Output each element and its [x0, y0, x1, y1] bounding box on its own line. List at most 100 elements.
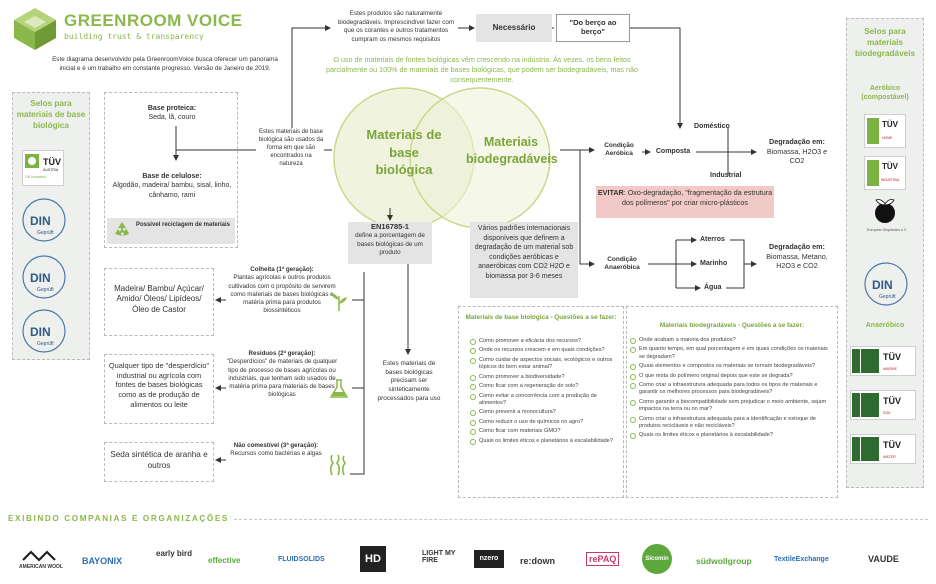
question-text: Quais os limites éticos e planetários à …	[479, 437, 614, 444]
logo-repaq: rePAQ	[586, 552, 620, 566]
list-item: Como criar a infraestrutura adequada par…	[630, 382, 830, 397]
svg-text:TÜV: TÜV	[43, 157, 61, 167]
logo-fluidsolids: FLUIDSOLIDS	[278, 556, 325, 563]
plant-icon	[328, 290, 350, 312]
list-item: Como cuidar de aspectos sociais, ecológi…	[470, 357, 616, 372]
question-text: Em quanto tempo, em qual porcentagem e e…	[639, 346, 828, 360]
logo-american-wool: AMERICAN WOOL	[10, 550, 72, 570]
marinho-label: Marinho	[700, 260, 728, 267]
svg-text:MARINE: MARINE	[883, 367, 898, 371]
list-item: Como prevenir a monocultura?	[470, 409, 616, 417]
residuos-title: Resíduos (2ª geração):	[248, 350, 316, 357]
anaerobic-result-text: Biomassa, Metano, H2O3 e CO2	[766, 251, 828, 271]
colheita-block: Colheita (1ª geração): Plantas agrícolas…	[226, 266, 338, 316]
necessario-label: Necessário	[492, 23, 536, 32]
svg-text:DIN: DIN	[30, 214, 51, 228]
questions-biodeg-box	[626, 306, 838, 498]
list-item: Como criar a infraestrutura adequada par…	[630, 416, 830, 431]
anaerobic-result: Degradação em: Biomassa, Metano, H2O3 e …	[758, 242, 836, 271]
evitar-box: EVITAR: Oxo-degradação, "fragmentação da…	[596, 186, 774, 218]
list-item: Como ficar com a regeneração do solo?	[470, 383, 616, 391]
question-text: Como criar a infraestrutura adequada par…	[639, 382, 818, 396]
circle-right-label: Materiais biodegradáveis	[466, 135, 558, 166]
list-item: Como reduzir o uso de químicos no agro?	[470, 419, 616, 426]
brand-tagline: building trust & transparency	[64, 32, 204, 41]
seda-text: Seda sintética de aranha e outros	[110, 450, 208, 471]
nao-block: Não comestível (3ª geração): Recursos co…	[226, 442, 326, 459]
logo-text: AMERICAN WOOL	[19, 564, 63, 570]
natural-note: Estes materiais de base biológica são us…	[258, 129, 324, 168]
top-note: Estes produtos são naturalmente biodegra…	[337, 10, 455, 43]
necessario-box: Necessário	[476, 14, 552, 42]
agua-label: Água	[704, 284, 722, 291]
logo-effective: effective	[208, 556, 241, 565]
din-biobased-1-icon: DIN Geprüft	[20, 197, 68, 243]
list-item: Como evitar a concorrência com a produçã…	[470, 393, 616, 408]
logo-textile-exchange: TextileExchange	[774, 556, 829, 563]
circle-left-label: Materiais de base biológica	[366, 127, 442, 178]
svg-text:AUSTRIA: AUSTRIA	[43, 168, 59, 172]
question-text: Como reduzir o uso de químicos no agro?	[479, 418, 584, 425]
madeira-box	[104, 268, 214, 336]
question-text: Como criar a infraestrutura adequada par…	[639, 415, 816, 429]
green-statement: O uso de materiais de fontes biológicas …	[325, 55, 639, 85]
aterros-label: Aterros	[700, 236, 725, 243]
flask-icon	[328, 378, 350, 400]
questions-bio-list: Como promover a eficácia dos recursos? O…	[470, 338, 616, 447]
footer-title: EXIBINDO COMPANIAS E ORGANIZAÇÕES	[8, 514, 229, 523]
question-text: Como promover a eficácia dos recursos?	[479, 338, 581, 344]
synthetic-note: Estes materiais de bases biológicas prec…	[377, 360, 441, 402]
en-standard-box: EN16785-1 define a porcentagem de bases …	[348, 222, 432, 264]
svg-text:TÜV: TÜV	[882, 120, 899, 129]
logo-early-bird: early bird	[156, 549, 193, 558]
questions-bio-title: Materiais de base biológica - Questões a…	[465, 314, 617, 321]
recycle-icon	[112, 220, 132, 240]
question-text: Como cuidar de aspectos sociais, ecológi…	[479, 356, 613, 371]
proteica-items: Seda, lã, couro	[148, 114, 196, 122]
seedling-logo-icon	[870, 196, 900, 226]
colheita-text: Plantas agrícolas e outros produtos cult…	[228, 274, 336, 315]
algae-icon	[326, 454, 350, 476]
list-item: Onde os recursos crescem e em quais cond…	[470, 347, 616, 355]
svg-text:INDUSTRIAL: INDUSTRIAL	[881, 178, 900, 182]
list-item: Como promover a eficácia dos recursos?	[470, 338, 616, 345]
aerobic-title: Aeróbico (compostável)	[861, 85, 909, 102]
left-seal-panel	[12, 92, 90, 360]
question-text: Como promover a biodiversidade?	[479, 373, 565, 380]
question-text: Onde os recursos crescem e em quais cond…	[479, 347, 605, 354]
svg-text:DIN: DIN	[872, 278, 893, 292]
logo-nzero: nzero	[474, 550, 504, 568]
evitar-text: : Oxo-degradação, "fragmentação da estru…	[622, 188, 773, 207]
logo-sicomin: Sicomin	[642, 544, 672, 574]
list-item: Onde acabam a maioria dos produtos?	[630, 337, 830, 344]
en-standard-text: define a porcentagem de bases biológicas…	[355, 232, 425, 257]
logo-redown: re:down	[520, 556, 555, 566]
question-text: Quais os limites éticos e planetários à …	[639, 432, 774, 439]
anaerobic-title: Anaeróbico	[865, 322, 905, 329]
svg-text:DIN: DIN	[30, 271, 51, 285]
celulose-block: Base de celulose: Algodão, madeira/ bamb…	[110, 172, 234, 200]
qualquer-text: Qualquer tipo de "desperdício" industria…	[108, 361, 210, 409]
brand-logo-icon	[12, 6, 58, 52]
question-text: Como garantir a biocompatibilidade sem p…	[639, 398, 827, 413]
celulose-title: Base de celulose:	[142, 173, 202, 180]
aerobic-condition: Condição Aeróbica	[604, 142, 634, 158]
logo-text: HD	[365, 553, 381, 565]
intro-text: Este diagrama desenvolvido pela Greenroo…	[52, 56, 278, 72]
svg-text:Geprüft: Geprüft	[37, 230, 54, 236]
list-item: Como ficar com materiais GMO?	[470, 428, 616, 436]
logo-bayonix: BAYONIX	[82, 556, 123, 566]
svg-text:DIN: DIN	[30, 325, 51, 339]
logo-sudwollgroup: südwollgroup	[696, 556, 752, 566]
list-item: Quais os limites éticos e planetários à …	[470, 438, 616, 445]
questions-biodeg-list: Onde acabam a maioria dos produtos? Em q…	[630, 337, 830, 442]
list-item: Quais elementos e compostos os materiais…	[630, 363, 830, 371]
recycle-label: Possível reciclagem de materiais	[135, 222, 231, 228]
question-text: O que resta do polímero original depois …	[639, 372, 793, 379]
